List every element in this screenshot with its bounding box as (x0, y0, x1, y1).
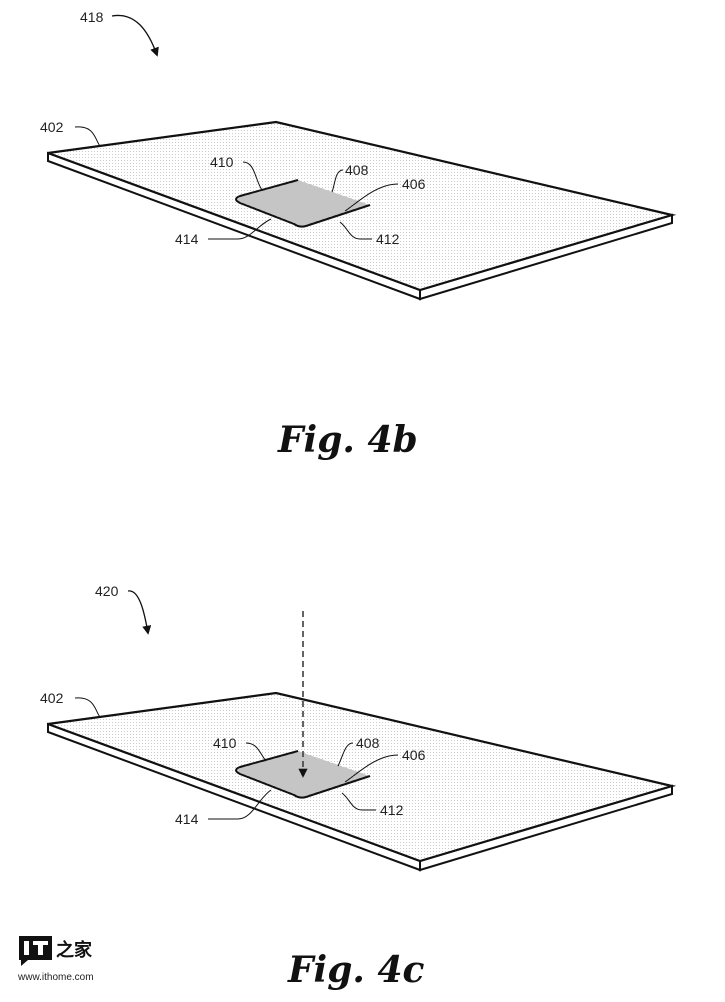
leader-412 (339, 221, 372, 240)
label-402: 402 (40, 119, 64, 135)
leader-408 (331, 169, 344, 193)
leader-402 (74, 126, 101, 147)
figure-4b: 418 402 410 408 406 414 412 Fig. 4b (40, 9, 677, 461)
leader-406 (344, 183, 399, 212)
ref-label-418: 418 (80, 9, 104, 25)
leader-410 (245, 742, 267, 762)
pad (235, 179, 371, 228)
label-402: 402 (40, 690, 64, 706)
reference-arrow (111, 14, 159, 57)
label-414: 414 (175, 811, 199, 827)
leader-412 (341, 792, 376, 811)
ref-label-420: 420 (95, 583, 119, 599)
ithome-logo: 之家 www.ithome.com (17, 936, 94, 983)
figure-4c: 420 402 410 408 406 414 412 Fig. 4c (40, 583, 677, 991)
label-410: 410 (210, 154, 234, 170)
plate (47, 691, 677, 872)
label-408: 408 (345, 162, 369, 178)
plate (47, 120, 677, 301)
reference-arrow (127, 590, 152, 635)
figure-caption-4b: Fig. 4b (277, 419, 418, 461)
label-414: 414 (175, 231, 199, 247)
leader-406 (344, 754, 399, 783)
label-406: 406 (402, 747, 426, 763)
label-412: 412 (376, 231, 400, 247)
label-412: 412 (380, 802, 404, 818)
leader-402 (74, 697, 101, 718)
leader-410 (242, 161, 263, 191)
leader-414 (208, 789, 272, 820)
figure-caption-4c: Fig. 4c (287, 949, 425, 991)
svg-text:之家: 之家 (56, 939, 93, 961)
leader-414 (208, 218, 272, 240)
label-408: 408 (356, 735, 380, 751)
leader-408 (337, 742, 354, 767)
label-410: 410 (213, 735, 237, 751)
watermark-url: www.ithome.com (17, 972, 94, 983)
label-406: 406 (402, 176, 426, 192)
